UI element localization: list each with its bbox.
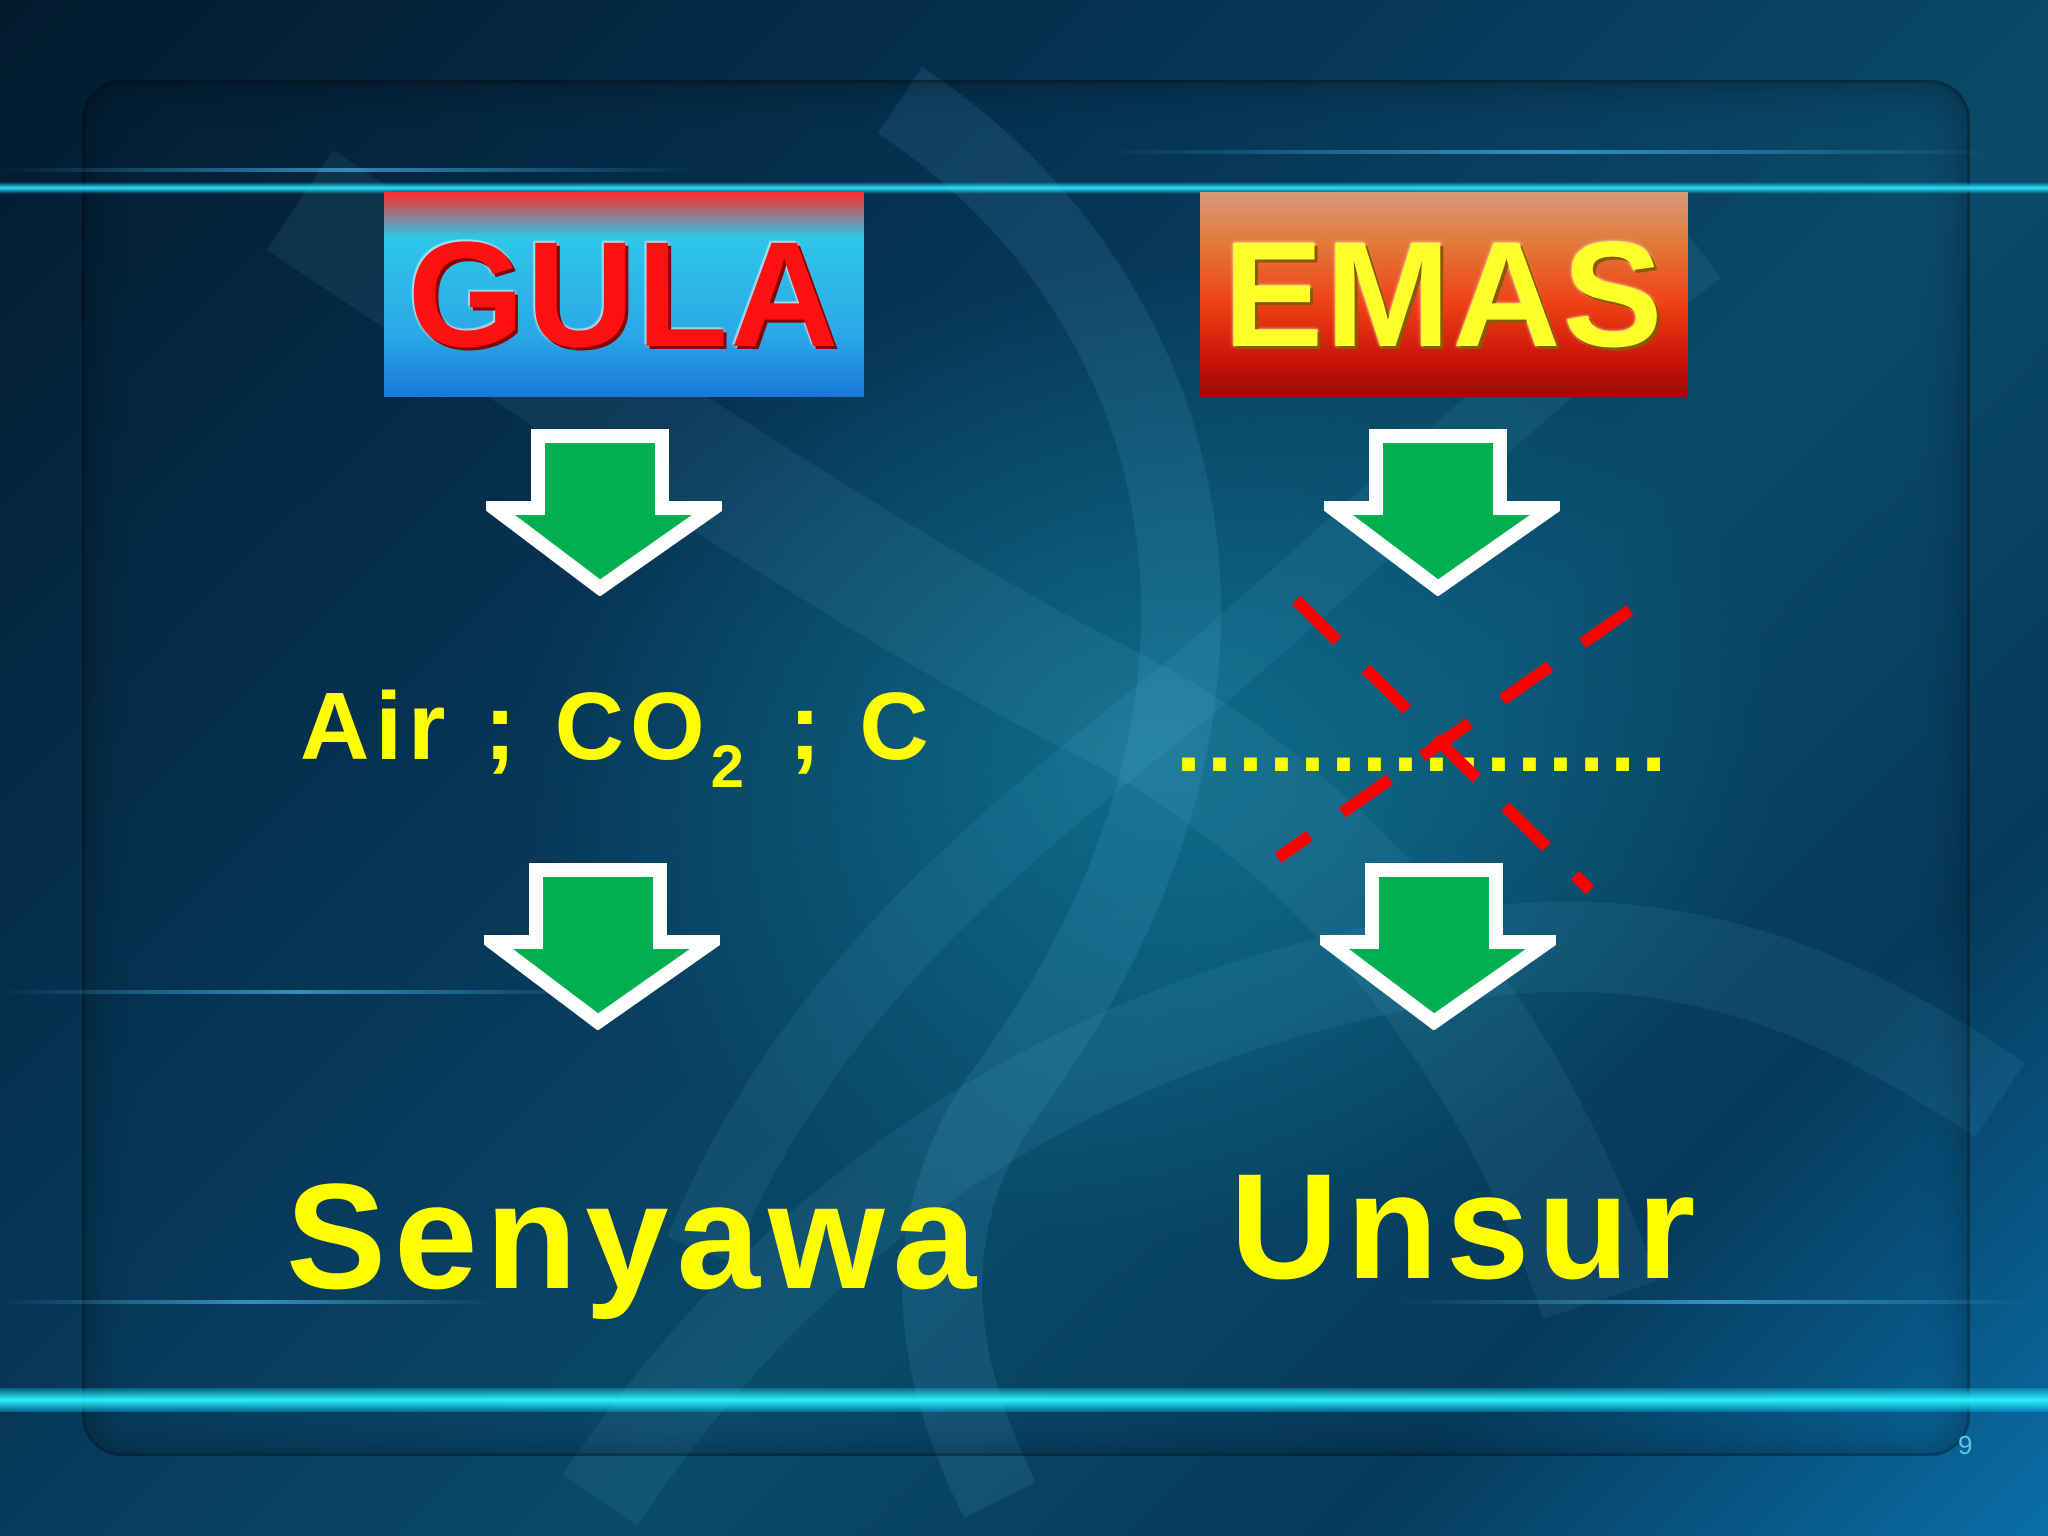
cross-mark-icon [1274,595,1634,895]
formula-text-1: Air ; CO [300,673,711,780]
light-streak [1100,150,2000,154]
unsur-label: Unsur [1230,1142,1704,1310]
senyawa-label: Senyawa [286,1152,985,1320]
gula-label: GULA [407,210,841,378]
emas-label: EMAS [1223,210,1665,378]
down-arrow-icon [484,863,720,1030]
light-streak [1400,1300,2040,1304]
formula-subscript: 2 [710,733,751,800]
light-streak [0,1300,500,1304]
empty-result-dots: ................ [1176,691,1673,791]
formula-text-2: ; C [756,673,935,780]
light-streak [0,168,700,172]
slide-frame [82,80,1970,1456]
emas-title-box: EMAS [1200,192,1688,397]
down-arrow-icon [1324,429,1560,596]
gula-title-box: GULA [384,192,864,397]
down-arrow-icon [486,429,722,596]
decomposition-products: Air ; CO2 ; C [300,672,935,800]
top-light-band [0,182,2048,194]
light-streak [0,990,600,994]
page-number: 9 [1958,1430,1973,1460]
down-arrow-icon [1320,863,1556,1030]
bottom-light-band [0,1388,2048,1412]
